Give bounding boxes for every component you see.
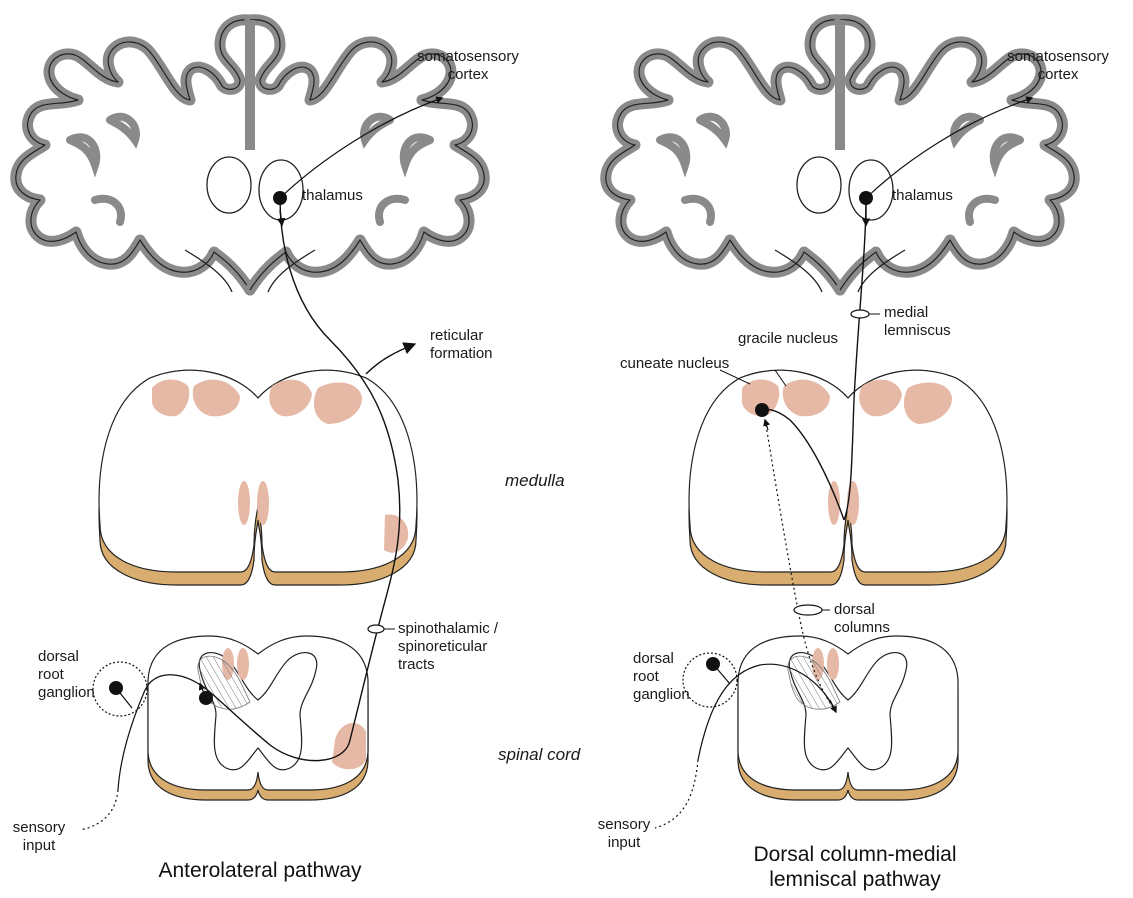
left-panel-title: Anterolateral pathway — [60, 858, 460, 883]
left-medulla-pyramid — [238, 481, 250, 525]
left-medulla-section — [99, 370, 417, 585]
left-afferent-dotted — [80, 790, 118, 830]
right-panel-title: Dorsal column-medial lemniscal pathway — [655, 842, 1055, 892]
dorsal-columns-label: dorsal columns — [834, 601, 890, 637]
right-thalamus-label: thalamus — [892, 187, 953, 205]
right-cortex-label: somatosensory cortex — [988, 48, 1128, 84]
left-cortex-label: somatosensory cortex — [398, 48, 538, 84]
left-medulla-pyramid — [257, 481, 269, 525]
medial-lemniscus-marker — [851, 310, 869, 318]
left-panel — [16, 20, 484, 830]
right-cuneate-neuron — [755, 403, 769, 417]
left-sensory-input-label: sensory input — [0, 819, 78, 855]
left-drg-label: dorsal root ganglion — [38, 648, 95, 702]
right-spinal-cord-section — [738, 636, 958, 800]
reticular-formation-label: reticular formation — [430, 327, 493, 363]
right-medulla-section — [689, 370, 1007, 585]
reticular-arrow — [366, 344, 415, 374]
right-thalamus-neuron — [859, 191, 873, 205]
left-spinal-dorsal-column — [237, 648, 249, 680]
left-spinal-cord-section — [148, 636, 368, 800]
right-panel — [606, 20, 1074, 828]
cuneate-nucleus-label: cuneate nucleus — [620, 355, 729, 373]
right-sensory-input-label: sensory input — [585, 816, 663, 852]
left-thalamus-neuron — [273, 191, 287, 205]
right-drg-label: dorsal root ganglion — [633, 650, 690, 704]
gracile-nucleus-label: gracile nucleus — [738, 330, 838, 348]
medulla-label: medulla — [505, 472, 565, 490]
left-drg-axon — [116, 688, 132, 708]
left-thalamus-label: thalamus — [302, 187, 363, 205]
medial-lemniscus-label: medial lemniscus — [884, 304, 951, 340]
right-spinal-dorsal-column — [827, 648, 839, 680]
left-tract-marker — [368, 625, 384, 633]
spinothalamic-tracts-label: spinothalamic / spinoreticular tracts — [398, 620, 498, 674]
dorsal-columns-marker — [794, 605, 822, 615]
spinal-cord-label: spinal cord — [498, 746, 580, 764]
right-drg-axon — [713, 664, 730, 684]
